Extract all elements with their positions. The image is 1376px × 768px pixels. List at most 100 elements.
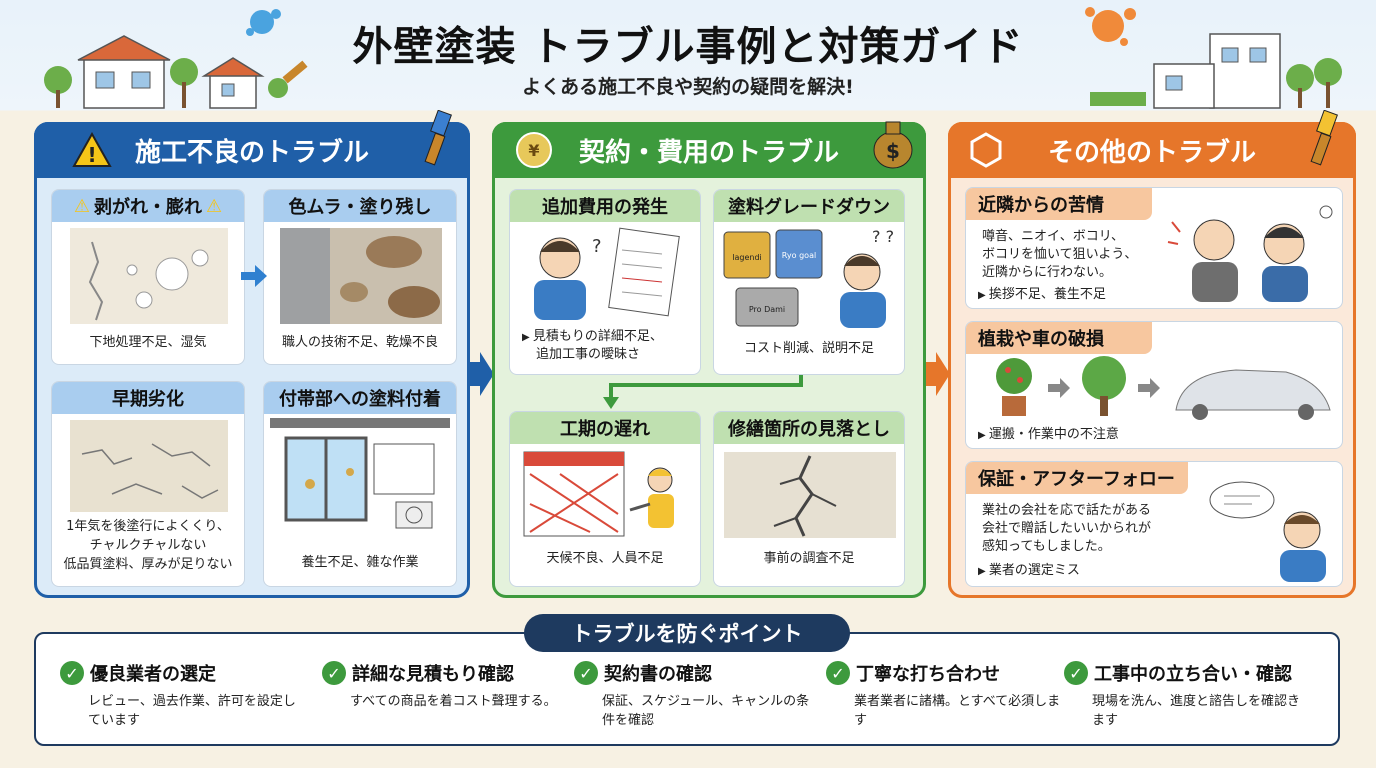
card-title-early-deterioration: 早期劣化 (52, 382, 244, 414)
paint-splash-icon-orange (1085, 7, 1136, 46)
card-peeling: ⚠ 剥がれ・膨れ ⚠ 下地処理不足、湿気 (51, 189, 245, 365)
page-subtitle: よくある施工不良や契約の疑問を解決! (522, 76, 854, 98)
contract-cost-column: ¥ 契約・費用のトラブル $ 追加費用の発生 ? 見積もりの詳細不足、 追加工事… (492, 121, 926, 598)
card-title-warranty-aftercare: 保証・アフターフォロー (966, 462, 1188, 494)
point-contract-check: ✓契約書の確認 保証、スケジュール、キャンルの条件を確認 (574, 660, 824, 730)
paintbrush-icon-orange (1310, 110, 1338, 166)
warranty-cause: 業者の選定ミス (978, 562, 1336, 581)
paintbrush-icon-header (282, 60, 308, 84)
svg-text:!: ! (87, 143, 96, 167)
card-color-unevenness: 色ムラ・塗り残し 職人の技術不足、乾燥不良 (263, 189, 457, 365)
card-additional-cost: 追加費用の発生 ? 見積もりの詳細不足、 追加工事の曖昧さ (509, 189, 701, 375)
house-illustration-left (44, 35, 288, 109)
warning-icon-small: ⚠ (73, 195, 90, 217)
card-title-paint-downgrade: 塗料グレードダウン (714, 190, 904, 222)
svg-text:¥: ¥ (528, 141, 539, 160)
card-title-plant-car-damage: 植栽や車の破損 (966, 322, 1152, 354)
check-icon: ✓ (826, 661, 850, 685)
card-paint-downgrade: 塗料グレードダウン lagendi Ryo goal Pro Dami ? ? … (713, 189, 905, 375)
caption-early-deterioration-1: 1年気を後塗行によくくり、 (66, 519, 230, 534)
point-desc-site-inspection: 現場を洗ん、進度と諮告しを確認きます (1092, 694, 1301, 728)
card-neighbor-complaints: 近隣からの苦情 噂音、ニオイ、ボコリ、 ボコリを恤いて狙いよう、 近隣からに行わ… (965, 187, 1343, 309)
card-plant-car-damage: 植栽や車の破損 運搬・作業中の不注意 (965, 321, 1343, 449)
caption-schedule-delay: 天候不良、人員不足 (546, 551, 664, 566)
card-title-peeling: ⚠ 剥がれ・膨れ ⚠ (52, 190, 244, 222)
plant-car-illustration (996, 356, 1331, 420)
connector-arrow-down-icon (603, 375, 803, 409)
arrow-right-icon-blue (470, 352, 494, 396)
point-careful-meeting: ✓丁寧な打ち合わせ 業者業者に諸構。とすべて必須します (826, 660, 1076, 730)
card-title-neighbor-complaints: 近隣からの苦情 (966, 188, 1152, 220)
paint-can-label-3: Pro Dami (749, 305, 785, 314)
caption-paint-downgrade: コスト削減、説明不足 (743, 341, 874, 356)
warranty-text-3: 感知ってもしました。 (982, 539, 1111, 554)
building-illustration-right (1090, 33, 1342, 109)
caption-early-deterioration-2: チャルクチャルない (89, 538, 207, 553)
caption-missed-repairs: 事前の調査不足 (763, 551, 855, 566)
window-aircon-illustration (270, 418, 450, 529)
paint-splash-icon-blue (246, 9, 281, 36)
plant-car-cause: 運搬・作業中の不注意 (978, 426, 1336, 445)
person-speech-illustration (1209, 481, 1326, 582)
caption-peeling: 下地処理不足、湿気 (89, 335, 207, 350)
card-missed-repairs: 修繕箇所の見落とし 事前の調査不足 (713, 411, 905, 587)
column-title-other: その他のトラブル (1047, 137, 1256, 168)
peeling-wall-illustration (70, 228, 228, 324)
person-with-estimate-illustration: ? (534, 227, 680, 320)
prevention-heading: トラブルを防ぐポイント (524, 614, 850, 652)
svg-text:?: ? (592, 236, 602, 257)
caption-additional-cost-1: 見積もりの詳細不足、 (522, 328, 694, 347)
column-header-construction: ! 施工不良のトラブル (34, 110, 470, 178)
angry-neighbors-illustration (1167, 205, 1333, 302)
svg-text:? ?: ? ? (872, 227, 894, 246)
arrow-right-icon-orange (926, 352, 950, 396)
paint-cans-illustration: lagendi Ryo goal Pro Dami ? ? (723, 227, 894, 328)
neighbor-text-3: 近隣からに行わない。 (982, 265, 1113, 280)
point-reliable-contractor: ✓優良業者の選定 レビュー、過去作業、許可を設定しています (60, 660, 310, 730)
point-desc-detailed-estimate: すべての商品を着コスト聲理する。 (350, 694, 557, 709)
card-title-color-unevenness: 色ムラ・塗り残し (264, 190, 456, 222)
neighbor-cause: 挨拶不足、養生不足 (978, 286, 1336, 305)
hexagon-icon (970, 132, 1002, 168)
check-icon: ✓ (1064, 661, 1088, 685)
check-icon: ✓ (322, 661, 346, 685)
cracked-wall-illustration (70, 420, 228, 512)
column-header-other: その他のトラブル (948, 110, 1356, 178)
neighbor-text-2: ボコリを恤いて狙いよう、 (982, 247, 1138, 262)
card-title-schedule-delay: 工期の遅れ (510, 412, 700, 444)
warning-icon-small-right: ⚠ (206, 195, 223, 217)
construction-defects-column: ! 施工不良のトラブル ⚠ 剥がれ・膨れ ⚠ 下地処理不足、湿気 色ムラ・塗り残… (34, 110, 470, 598)
caption-color-unevenness: 職人の技術不足、乾燥不良 (281, 335, 438, 350)
point-desc-careful-meeting: 業者業者に諸構。とすべて必須します (854, 694, 1061, 728)
card-schedule-delay: 工期の遅れ 天候不良、人員不足 (509, 411, 701, 587)
paintbrush-icon (424, 110, 452, 166)
other-troubles-column: その他のトラブル 近隣からの苦情 噂音、ニオイ、ボコリ、 ボコリを恤いて狙いよう… (948, 110, 1356, 598)
column-header-contract: ¥ 契約・費用のトラブル $ (492, 121, 926, 178)
paint-can-label-2: Ryo goal (782, 251, 816, 260)
point-detailed-estimate: ✓詳細な見積もり確認 すべての商品を着コスト聲理する。 (322, 660, 572, 711)
card-early-deterioration: 早期劣化 1年気を後塗行によくくり、 チャルクチャルない 低品質塗料、厚みが足り… (51, 381, 245, 587)
point-desc-reliable-contractor: レビュー、過去作業、許可を設定しています (88, 694, 296, 728)
calendar-worker-illustration (523, 451, 674, 537)
caption-additional-cost-2: 追加工事の曖昧さ (536, 347, 641, 362)
warranty-text-1: 業社の会社を応で話たがある (982, 503, 1152, 518)
card-title-additional-cost: 追加費用の発生 (510, 190, 700, 222)
uneven-paint-illustration (280, 228, 442, 324)
page-title: 外壁塗装 トラブル事例と対策ガイド (352, 24, 1024, 70)
card-warranty-aftercare: 保証・アフターフォロー 業社の会社を応で話たがある 会社で贈話したいいかられが … (965, 461, 1343, 587)
point-site-inspection: ✓工事中の立ち合い・確認 現場を洗ん、進度と諮告しを確認きます (1064, 660, 1334, 730)
warning-icon: ! (72, 132, 112, 167)
caption-early-deterioration-3: 低品質塗料、厚みが足りない (63, 557, 233, 572)
point-desc-contract-check: 保証、スケジュール、キャンルの条件を確認 (602, 694, 810, 728)
paint-can-label-1: lagendi (732, 253, 762, 262)
money-bag-icon: $ (873, 121, 913, 169)
column-title-construction: 施工不良のトラブル (134, 137, 369, 168)
card-title-missed-repairs: 修繕箇所の見落とし (714, 412, 904, 444)
card-paint-on-fixtures: 付帯部への塗料付着 養生不足、雑な作業 (263, 381, 457, 587)
coin-icon: ¥ (516, 132, 552, 168)
check-icon: ✓ (60, 661, 84, 685)
neighbor-text-1: 噂音、ニオイ、ボコリ、 (982, 229, 1124, 244)
column-title-contract: 契約・費用のトラブル (578, 137, 839, 168)
warranty-text-2: 会社で贈話したいいかられが (982, 521, 1152, 536)
card-title-paint-on-fixtures: 付帯部への塗料付着 (264, 382, 456, 414)
